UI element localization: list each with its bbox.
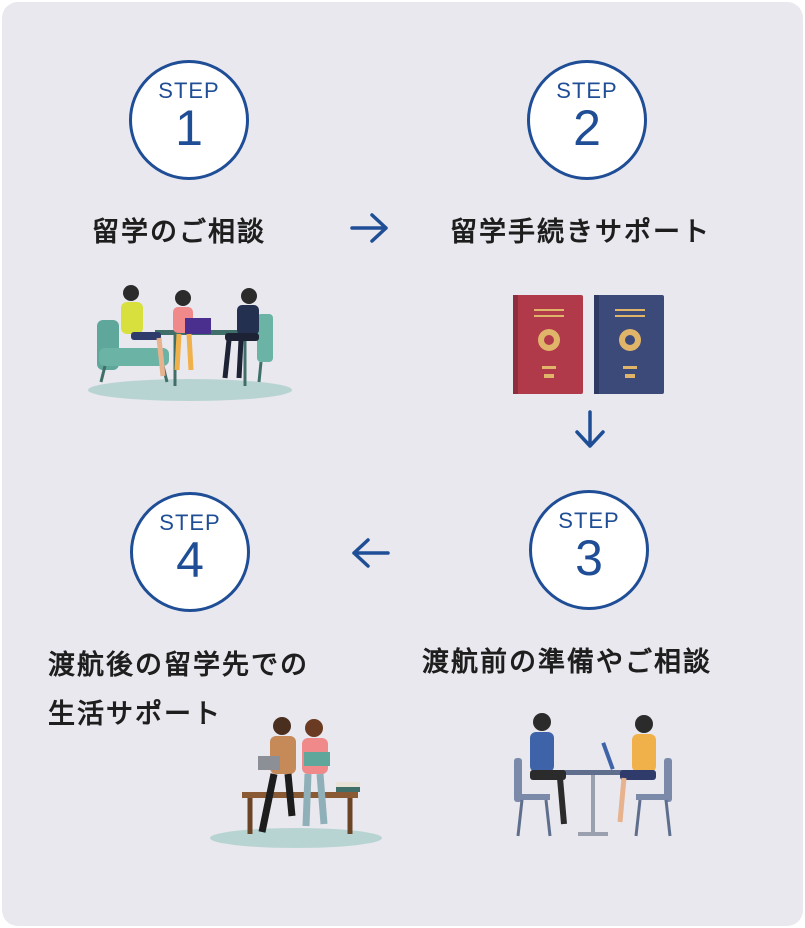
consultation-illustration (88, 285, 292, 401)
step-1-caption: 留学のご相談 (92, 217, 266, 248)
step-2-caption: 留学手続きサポート (450, 217, 711, 248)
step-label: STEP (158, 78, 220, 103)
step-number: 4 (176, 532, 204, 588)
step-4-badge: STEP 4 (130, 492, 250, 612)
passport-illustration (513, 295, 664, 394)
step-number: 2 (573, 100, 601, 156)
arrow-right-icon (350, 213, 388, 243)
students-reading-illustration (210, 717, 382, 848)
step-label: STEP (556, 78, 618, 103)
meeting-illustration (514, 713, 672, 837)
step-3-badge: STEP 3 (529, 490, 649, 610)
step-1-badge: STEP 1 (129, 60, 249, 180)
step-label: STEP (159, 510, 221, 535)
step-label: STEP (558, 508, 620, 533)
step-number: 3 (575, 530, 603, 586)
step-4-caption-line2: 生活サポート (48, 699, 222, 730)
step-3-caption: 渡航前の準備やご相談 (422, 647, 712, 678)
arrow-down-icon (575, 410, 605, 448)
step-4-caption-line1: 渡航後の留学先での (48, 650, 309, 681)
step-2-badge: STEP 2 (527, 60, 647, 180)
step-number: 1 (175, 100, 203, 156)
arrow-left-icon (352, 538, 390, 568)
